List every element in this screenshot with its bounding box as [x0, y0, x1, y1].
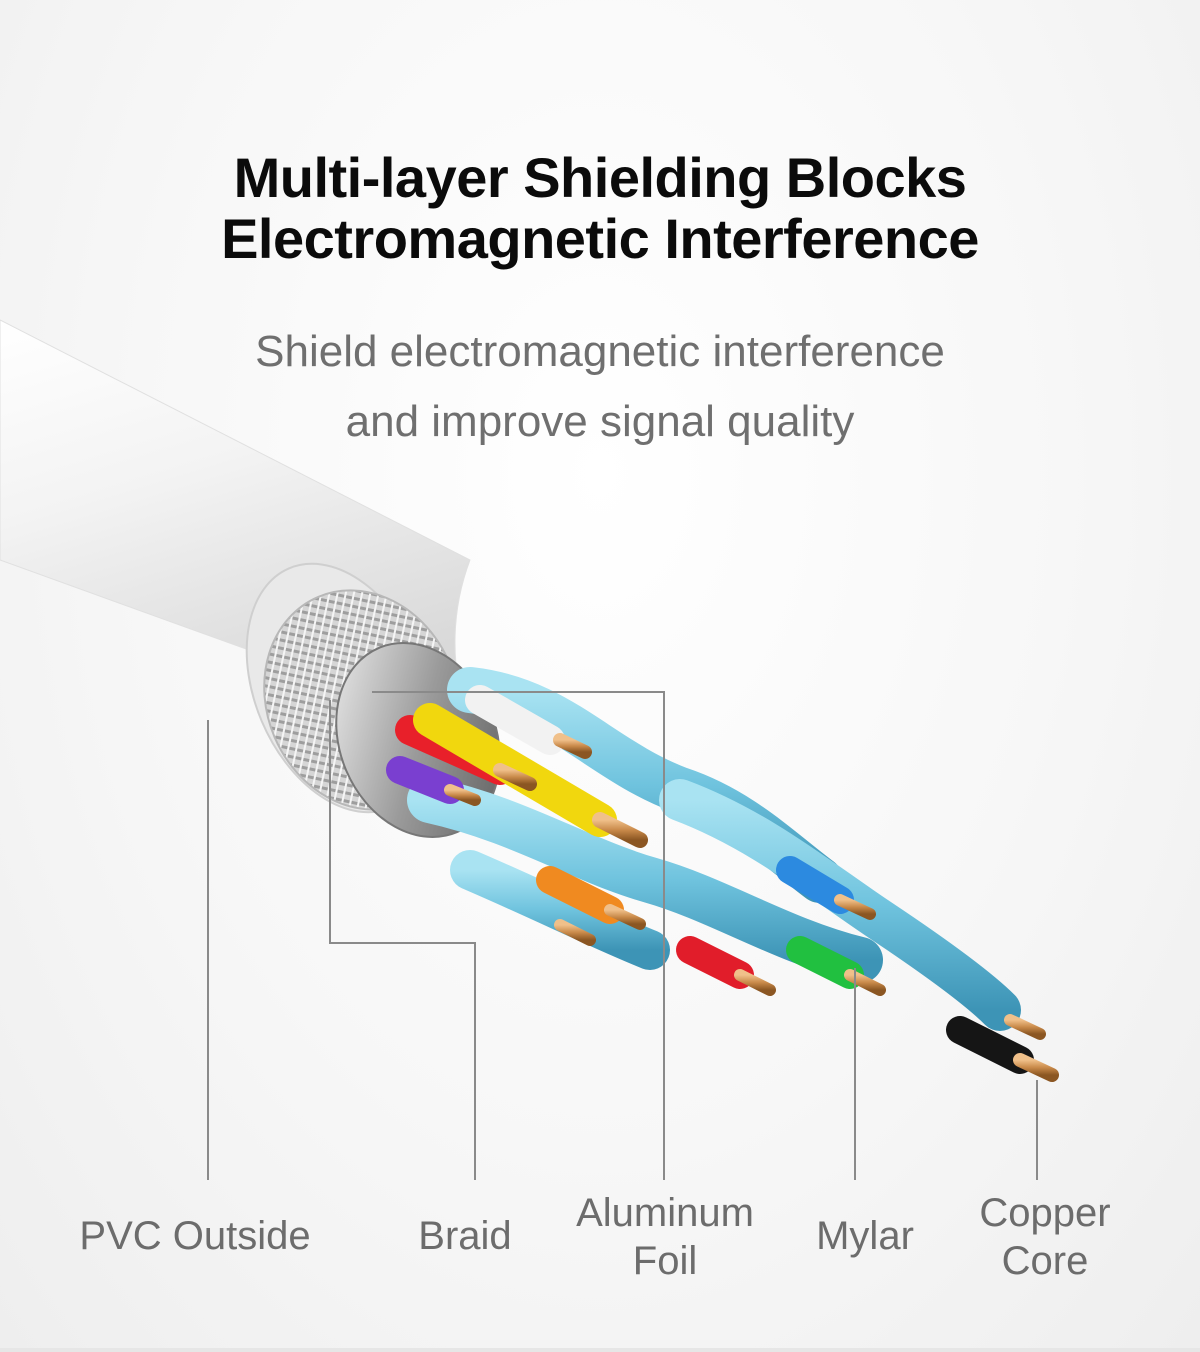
label-copper-core-line-2: Core: [1001, 1239, 1089, 1283]
label-aluminum-foil-line-1: Aluminum: [576, 1191, 754, 1235]
label-mylar: Mylar: [795, 1212, 935, 1260]
label-braid: Braid: [400, 1212, 530, 1260]
label-mylar-text: Mylar: [816, 1214, 914, 1258]
label-copper-core-line-1: Copper: [979, 1191, 1111, 1235]
leader-lines: [207, 691, 1038, 1180]
colored-conductors: [386, 685, 1034, 1074]
leader-braid: [329, 700, 476, 1180]
subheading-line-2: and improve signal quality: [345, 397, 855, 446]
label-copper-core: Copper Core: [955, 1189, 1135, 1285]
label-pvc-outside-text: PVC Outside: [79, 1214, 311, 1258]
headline-line-1: Multi-layer Shielding Blocks: [233, 146, 967, 209]
bottom-divider: [0, 1348, 1200, 1352]
label-aluminum-foil-line-2: Foil: [632, 1239, 698, 1283]
label-braid-text: Braid: [418, 1214, 512, 1258]
label-pvc-outside: PVC Outside: [60, 1212, 330, 1260]
headline-line-2: Electromagnetic Interference: [221, 207, 979, 270]
leader-foil: [372, 691, 665, 1180]
subheading-line-1: Shield electromagnetic interference: [255, 327, 945, 376]
label-aluminum-foil: Aluminum Foil: [560, 1189, 770, 1285]
copper-cores: [444, 733, 1059, 1082]
